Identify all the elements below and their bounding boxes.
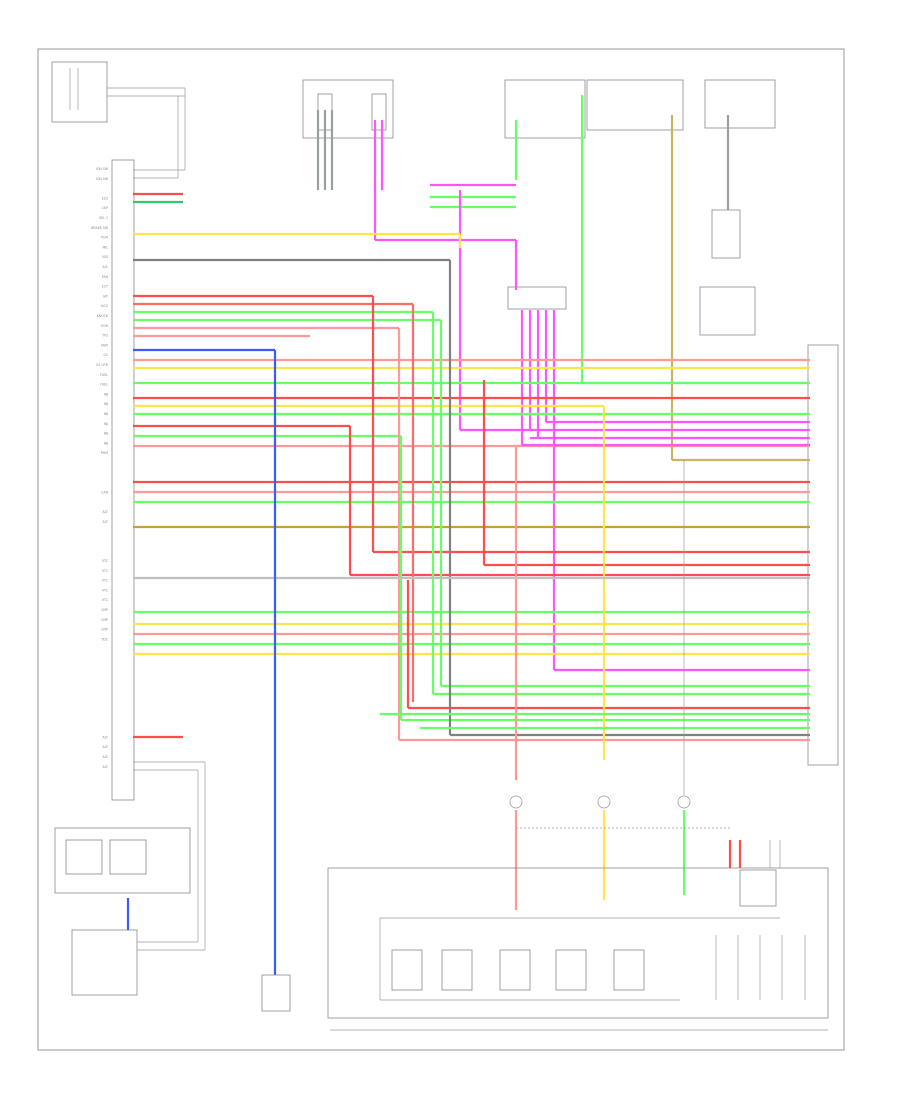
right-bottom-connector: [739, 869, 777, 907]
pcm-pin-label: MAP: [101, 343, 108, 347]
pcm-pin-label: INJ: [104, 422, 108, 426]
pcm-pin-label: KNOCK: [97, 314, 109, 318]
pcm-pin-label: BRAKE SW: [91, 226, 109, 230]
pcm-pin-label: VTC: [102, 598, 109, 602]
diagram-frame: [37, 48, 845, 1051]
pcm-pin-label: IACV: [101, 304, 109, 308]
lower-left-sensor-3: [71, 929, 138, 996]
wire-harness: [133, 192, 810, 739]
relay-coil-1b: [371, 93, 387, 131]
pcm-pin-label: INJ: [104, 432, 108, 436]
pcm-pin-label: VTC: [102, 559, 109, 563]
pcm-connector-right: [807, 344, 839, 766]
pcm-connector: [111, 159, 135, 801]
pcm-pin-label: FUEL: [100, 383, 108, 387]
pcm-pin-label: MIL: [103, 245, 109, 249]
pcm-pin-label: ALT: [103, 510, 109, 514]
switch-5: [613, 949, 645, 991]
pcm-pin-label: VSS: [102, 255, 108, 259]
lower-left-module: [54, 827, 191, 894]
pcm-pin-label: INJ: [104, 441, 108, 445]
pcm-pin-label: IGN SW: [96, 167, 109, 171]
top-left-component: [51, 61, 108, 123]
pcm-pin-label: INJ: [104, 402, 108, 406]
relay-box-4: [704, 79, 776, 129]
pcm-pin-label: VTC: [102, 569, 109, 573]
right-connector: [699, 286, 756, 336]
pcm-pin-label: IAT: [103, 294, 108, 298]
pcm-pin-label: IGN SW: [96, 177, 109, 181]
switch-4: [555, 949, 587, 991]
pcm-pin-label: ALT: [103, 755, 109, 759]
switch-1: [391, 949, 423, 991]
pcm-pin-label: SEL 1: [99, 216, 108, 220]
pcm-pin-labels: IGN SW IGN SW ELD CKP SEL 1 BRAKE SW PCM MIL VSS…: [91, 167, 109, 769]
pcm-pin-label: ALT: [103, 745, 109, 749]
pcm-pin-label: INJ: [104, 412, 108, 416]
pcm-pin-label: FUEL: [100, 373, 108, 377]
pcm-pin-label: ALT: [103, 765, 109, 769]
center-connector: [507, 286, 567, 310]
pcm-pin-label: O2: [103, 353, 108, 357]
pcm-pin-label: EGR: [101, 324, 108, 328]
pcm-pin-label: PCM: [101, 236, 108, 240]
pcm-pin-label: CMP: [101, 608, 108, 612]
pcm-pin-label: VTC: [102, 579, 109, 583]
pcm-pin-label: CKP: [102, 206, 108, 210]
ground-2: [597, 795, 611, 809]
pcm-pin-label: TPS: [101, 334, 108, 338]
pcm-pin-label: ELD: [102, 196, 109, 200]
pcm-pin-label: A/C: [103, 265, 109, 269]
switch-3: [499, 949, 531, 991]
ground-1: [509, 795, 523, 809]
switch-2: [441, 949, 473, 991]
relay-box-2: [504, 79, 586, 139]
relay-box-1: [302, 79, 394, 139]
pcm-pin-label: ECT: [102, 285, 108, 289]
relay-box-3: [586, 79, 684, 131]
pcm-pin-label: CAN: [101, 490, 108, 494]
ground-3: [677, 795, 691, 809]
pcm-pin-label: CMP: [101, 628, 108, 632]
right-module: [711, 209, 741, 259]
pcm-pin-label: FAN: [102, 275, 109, 279]
pcm-pin-label: INJ: [104, 392, 108, 396]
bottom-blue-module: [261, 974, 291, 1012]
lower-left-sensor-1: [65, 839, 103, 875]
switch-panel: [327, 867, 829, 1019]
pcm-pin-label: PGM: [101, 451, 108, 455]
pcm-pin-label: CMP: [101, 618, 108, 622]
pcm-pin-label: TDC: [100, 637, 108, 641]
lower-left-sensor-2: [109, 839, 147, 875]
pcm-pin-label: ALT: [103, 520, 109, 524]
pcm-pin-label: ALT: [103, 735, 109, 739]
pcm-pin-label: O2 HTR: [96, 363, 109, 367]
pcm-pin-label: VTC: [102, 588, 109, 592]
